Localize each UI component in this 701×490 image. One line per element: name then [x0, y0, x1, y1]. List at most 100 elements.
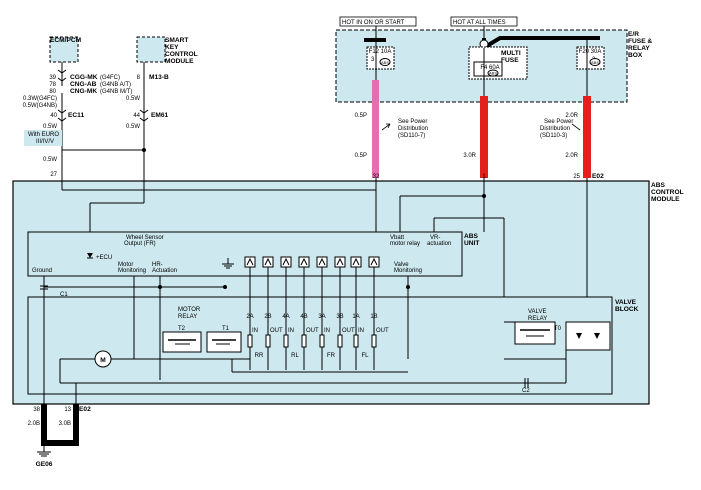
vr-line-2: actuation — [427, 241, 451, 247]
valve-driver-symbol — [300, 257, 308, 266]
valve-inout-label: OUT — [376, 328, 389, 334]
valve-inout-label: OUT — [270, 328, 283, 334]
euro-line-2: III/IV/V — [36, 139, 54, 145]
relay-t2: T2 — [178, 326, 186, 332]
motor-symbol: M — [100, 357, 106, 364]
ground-wire-20b: 2.0B — [28, 421, 40, 427]
smart-key-line-2: KEY — [165, 44, 179, 51]
relay-t0: T0 — [554, 326, 562, 332]
red-wire-label-3: 2.0R — [565, 153, 578, 159]
multi-fuse-line-2: FUSE — [501, 57, 519, 64]
er-box-line-1: E/R — [628, 31, 639, 38]
ecm-cngab: CNG-AB — [70, 81, 97, 88]
pin-1: 1 — [482, 174, 486, 180]
see-power-2-line-3: (SD110-3) — [540, 133, 567, 139]
valve-coil — [301, 334, 307, 348]
valve-coil — [337, 334, 343, 348]
ecm-wire-05w-b: 0.5W — [43, 124, 57, 130]
valve-inout-label: IN — [288, 328, 294, 334]
abs-control-module: ABS CONTROL MODULE ABS UNIT Wheel Sensor… — [12, 178, 684, 405]
smart-wire-05w: 0.5W — [126, 96, 140, 102]
ecm-pin-27: 27 — [50, 172, 57, 178]
hr-act-line-1: HR- — [152, 262, 163, 268]
motor-relay-line-1: MOTOR — [178, 307, 201, 313]
valve-mon-line-2: Monitoring — [394, 268, 422, 274]
motor-relay-line-2: RELAY — [178, 314, 197, 320]
fuse-f12-label: F12 10A — [369, 49, 392, 55]
smart-key-line-1: SMART — [165, 37, 188, 44]
valve-driver-symbol — [318, 257, 326, 266]
valve-inout-label: IN — [324, 328, 330, 334]
valve-block-line-1: VALVE — [615, 299, 637, 306]
smart-key-connector: SMART KEY CONTROL MODULE — [136, 36, 198, 65]
ecm-wire-03w: 0.3W(G4FC) — [23, 96, 57, 102]
abs-unit-line-1: ABS — [464, 233, 479, 240]
ecm-pin-40: 40 — [50, 113, 57, 119]
valve-inout-label: OUT — [306, 328, 319, 334]
ecm-cngmk-sfx: (G4NB M/T) — [100, 89, 132, 95]
valve-coil — [265, 334, 271, 348]
ecu-label: +ECU — [96, 255, 112, 261]
ecm-wires: 39 78 80 CGG-MK (G4FC) CNG-AB (G4NB A/T)… — [23, 62, 146, 178]
abs-unit-line-2: UNIT — [464, 240, 479, 247]
hot-all-label: HOT AT ALL TIMES — [453, 20, 506, 26]
wheel-label: RR — [255, 353, 264, 359]
abs-module-line-1: ABS — [651, 182, 666, 189]
valve-coil — [319, 334, 325, 348]
vbatt-line-1: Vbatt — [390, 235, 404, 241]
see-power-1-line-2: Distribution — [398, 126, 428, 132]
smart-pin-8: 8 — [137, 75, 141, 81]
pink-wire-label-2: 0.5P — [355, 153, 367, 159]
fuse-f12-pin: 3 — [371, 57, 375, 63]
valve-mon-line-1: Valve — [394, 262, 409, 268]
ecm-pin-80: 80 — [49, 89, 56, 95]
ecm-label: ECM/PCM — [50, 37, 82, 44]
valve-driver-symbol — [336, 257, 344, 266]
ecm-cngab-sfx: (G4NB A/T) — [100, 82, 131, 88]
hot-in-on-label: HOT IN ON OR START — [342, 20, 405, 26]
smart-pin-44: 44 — [133, 113, 140, 119]
relay-t1: T1 — [222, 326, 230, 332]
ecm-cgg-sfx: (G4FC) — [100, 75, 120, 81]
ground-ge06: GE06 — [36, 461, 53, 468]
c2-label: C2 — [522, 388, 530, 394]
smart-key-line-4: MODULE — [165, 58, 194, 65]
ecm-cngmk: CNG-MK — [70, 88, 97, 95]
pin-25: 25 — [573, 174, 580, 180]
ecm-cgg: CGG-MK — [70, 74, 98, 81]
valve-coil — [247, 334, 253, 348]
vr-line-1: VR- — [430, 235, 440, 241]
ground-wire-30b: 3.0B — [59, 421, 71, 427]
er-box-line-4: BOX — [628, 52, 643, 59]
smart-wire-05w-b: 0.5W — [126, 124, 140, 130]
valve-driver-symbol — [246, 257, 254, 266]
see-power-2-line-2: Distribution — [540, 126, 570, 132]
valve-driver-symbol — [264, 257, 272, 266]
euro-line-1: With EURO — [28, 132, 59, 138]
red-wire-label-1: 3.0R — [463, 153, 476, 159]
ground-pin-38: 38 — [33, 407, 40, 413]
abs-module-line-3: MODULE — [651, 196, 680, 203]
fuse-f4-label: F4 60A — [480, 65, 499, 71]
red-wire-label-2: 2.0R — [565, 113, 578, 119]
ecm-pin-78: 78 — [49, 82, 56, 88]
see-power-1-line-1: See Power — [398, 119, 427, 125]
valve-driver-symbol — [370, 257, 378, 266]
er-box-line-3: RELAY — [628, 45, 650, 52]
wheel-label: FR — [327, 353, 336, 359]
wheel-sensor-line-2: Output (FR) — [124, 241, 156, 247]
valve-coil — [371, 334, 377, 348]
ecm-wire-05w: 0.5W(G4NB) — [23, 103, 57, 109]
see-power-1-line-3: (SD110-7) — [398, 133, 425, 139]
ground-section: 38 13 E02 2.0B 3.0B GE06 — [28, 404, 91, 468]
wheel-label: FL — [361, 353, 369, 359]
pin-32: 32 — [373, 174, 380, 180]
c1-label: C1 — [60, 292, 68, 298]
pink-wire-label-1: 0.5P — [355, 113, 367, 119]
smart-em61: EM61 — [151, 112, 169, 119]
ecm-wire-05w-c: 0.5W — [43, 157, 57, 163]
wheel-sensor-line-1: Wheel Sensor — [126, 235, 164, 241]
hr-act-line-2: Actuation — [152, 268, 177, 274]
fuse-f4-badge: ABS — [489, 71, 497, 76]
ground-pin-13: 13 — [64, 407, 71, 413]
